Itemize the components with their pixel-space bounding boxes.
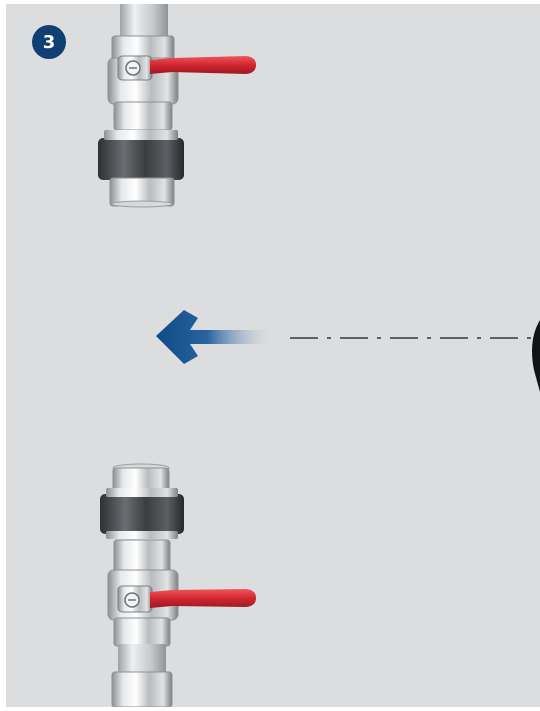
- upper-union-nut: [98, 138, 184, 180]
- direction-indicator: [156, 310, 540, 392]
- step-number-badge: 3: [32, 25, 66, 59]
- lower-pipe-fitting: [111, 671, 173, 708]
- background-panel: [6, 4, 540, 707]
- upper-valve-handle: [150, 56, 256, 74]
- arrow-left-icon: [156, 310, 271, 364]
- lower-top-collar: [112, 467, 170, 491]
- lower-pipe: [118, 644, 166, 674]
- lower-valve: [100, 463, 256, 708]
- upper-valve: [98, 4, 256, 208]
- lower-union-nut: [100, 494, 184, 534]
- lower-valve-handle: [150, 589, 256, 608]
- edge-object: [532, 320, 540, 392]
- lower-valve-bottom-collar: [113, 617, 171, 647]
- step-number: 3: [42, 31, 56, 53]
- upper-pipe: [120, 4, 168, 38]
- lower-valve-neck: [113, 539, 171, 573]
- upper-valve-neck: [113, 101, 173, 131]
